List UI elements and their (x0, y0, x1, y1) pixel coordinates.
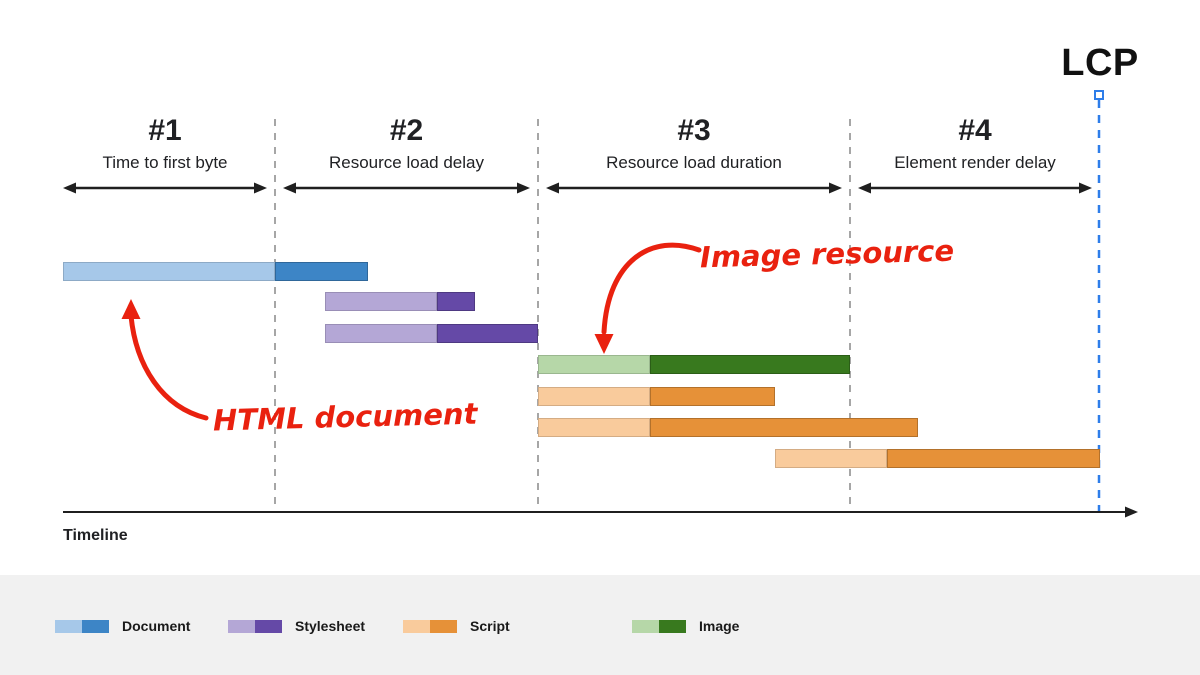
section-label: Element render delay (894, 153, 1056, 172)
section-label: Resource load delay (329, 153, 484, 172)
annotation-image-resource: Image resource (699, 233, 955, 275)
legend-swatch-stylesheet (228, 619, 282, 633)
legend-swatch-document (55, 619, 109, 633)
section-range-arrowhead-left (546, 182, 559, 194)
gantt-bar-stylesheet-dark-segment (437, 292, 475, 311)
timeline-axis-arrowhead (1125, 506, 1138, 518)
gantt-bar-script-light-segment (538, 418, 650, 437)
timeline-axis-label: Timeline (63, 527, 128, 544)
gantt-bar-script-dark-segment (650, 387, 775, 406)
section-range-arrowhead-left (858, 182, 871, 194)
section-number: #4 (958, 114, 992, 147)
section-label: Time to first byte (102, 153, 228, 172)
legend-swatch-dark (82, 619, 109, 633)
section-number: #3 (677, 114, 711, 147)
gantt-bar-image-dark-segment (650, 355, 850, 374)
legend-swatch-light (55, 619, 82, 633)
legend-label: Script (470, 618, 510, 634)
legend-item-document: Document (55, 618, 190, 634)
section-range-arrowhead-left (63, 182, 76, 194)
section-number: #1 (148, 114, 182, 147)
gantt-bar-document-light-segment (63, 262, 275, 281)
gantt-bar-script-light-segment (775, 449, 887, 468)
legend-band (0, 575, 1200, 675)
section-range-arrowhead-right (829, 182, 842, 194)
annotation-html-document: HTML document (212, 396, 478, 438)
legend-swatch-light (632, 619, 659, 633)
gantt-bar-stylesheet-light-segment (325, 292, 437, 311)
gantt-bar-image-light-segment (538, 355, 650, 374)
legend-swatch-dark (430, 619, 457, 633)
legend-label: Stylesheet (295, 618, 366, 634)
gantt-bar-stylesheet-light-segment (325, 324, 437, 343)
legend-item-stylesheet: Stylesheet (228, 618, 365, 634)
legend-label: Document (122, 618, 191, 634)
section-range-arrowhead-right (1079, 182, 1092, 194)
section-number: #2 (389, 114, 424, 147)
legend-swatch-dark (255, 619, 282, 633)
section-range-arrowhead-left (283, 182, 296, 194)
legend-swatch-dark (659, 619, 686, 633)
section-range-arrowhead-right (517, 182, 530, 194)
legend-item-script: Script (403, 618, 510, 634)
legend-swatch-script (403, 619, 457, 633)
section-range-arrowhead-right (254, 182, 267, 194)
gantt-bar-script-dark-segment (887, 449, 1100, 468)
gantt-bar-script-dark-segment (650, 418, 918, 437)
gantt-bar-stylesheet-dark-segment (437, 324, 538, 343)
legend-item-image: Image (632, 618, 739, 634)
annotation-arrowhead-html-document (121, 299, 141, 319)
gantt-bar-script-light-segment (538, 387, 650, 406)
annotation-arrow-html-document (128, 313, 209, 421)
lcp-marker-handle (1094, 90, 1104, 100)
legend-swatch-light (403, 619, 430, 633)
lcp-title: LCP (1061, 42, 1139, 84)
legend-swatch-light (228, 619, 255, 633)
annotation-arrow-image-resource (601, 242, 702, 335)
section-label: Resource load duration (606, 153, 782, 172)
annotation-arrowhead-image-resource (594, 334, 614, 354)
legend-label: Image (699, 618, 740, 634)
gantt-bar-document-dark-segment (275, 262, 368, 281)
legend-swatch-image (632, 619, 686, 633)
